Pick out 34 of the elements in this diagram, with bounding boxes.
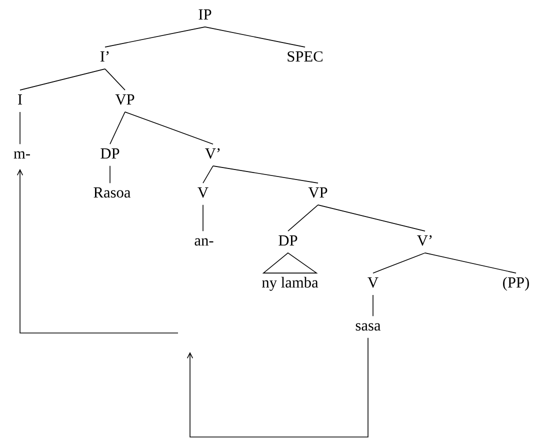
- tree-label: DP: [278, 235, 298, 246]
- tree-label: Rasoa: [94, 187, 131, 198]
- branch-line: [372, 252, 426, 274]
- branch-line: [20, 68, 106, 90]
- tree-label: m-: [14, 151, 30, 158]
- movement-arrow: [16, 168, 178, 334]
- tree-label: VP: [308, 187, 328, 198]
- tree-label: I: [18, 94, 22, 104]
- tree-label: V’: [417, 235, 432, 246]
- tree-label: VP: [115, 94, 134, 105]
- tree-label: I’: [100, 51, 109, 62]
- branch-line: [104, 68, 126, 90]
- branch-line: [204, 26, 306, 48]
- branch-line: [424, 252, 516, 274]
- branch-line: [288, 204, 318, 232]
- tree-label: (PP): [503, 276, 529, 291]
- branch-line: [318, 204, 426, 232]
- branch-line: [372, 294, 374, 316]
- tree-label: IP: [198, 9, 212, 20]
- tree-label: ny lamba: [262, 276, 318, 291]
- movement-arrow: [186, 338, 368, 438]
- tree-label: V: [368, 277, 378, 288]
- branch-line: [104, 26, 206, 48]
- branch-line: [202, 204, 204, 232]
- tree-label: V: [198, 187, 208, 198]
- tree-label: DP: [100, 148, 120, 158]
- tree-label: SPEC: [288, 51, 322, 62]
- tree-label: sasa: [356, 323, 381, 331]
- branch-line: [202, 166, 214, 184]
- branch-line: [110, 112, 126, 144]
- tree-label: V’: [205, 148, 220, 159]
- tree-label: an-: [194, 238, 214, 246]
- branch-line: [212, 166, 318, 184]
- branch-line: [124, 112, 214, 144]
